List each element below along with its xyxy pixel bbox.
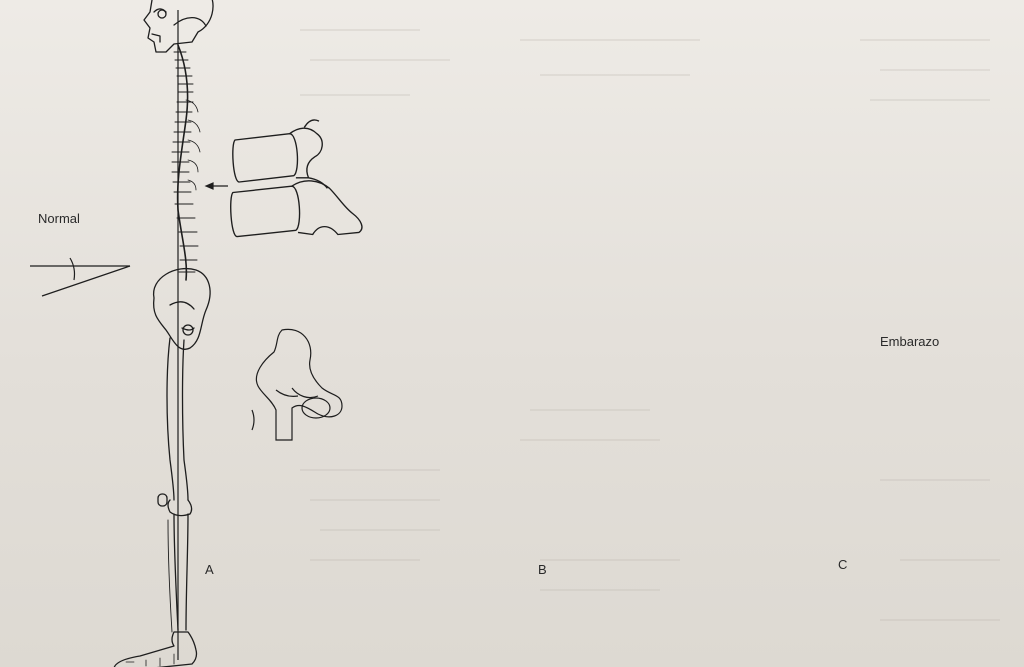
pelvic-tilt-angle-a [30, 258, 130, 296]
panel-label-c: C [838, 557, 847, 572]
vertebrae-icon [231, 120, 362, 237]
pointer-arrow-a [206, 183, 228, 189]
hip-joint-icon [252, 329, 342, 440]
panel-label-a: A [205, 562, 214, 577]
bleed-through-text [300, 30, 1000, 620]
label-embarazo: Embarazo [880, 334, 939, 349]
panel-label-b: B [538, 562, 547, 577]
panel-a [30, 0, 362, 667]
skeleton-a-icon [114, 0, 213, 667]
label-normal: Normal [38, 211, 80, 226]
